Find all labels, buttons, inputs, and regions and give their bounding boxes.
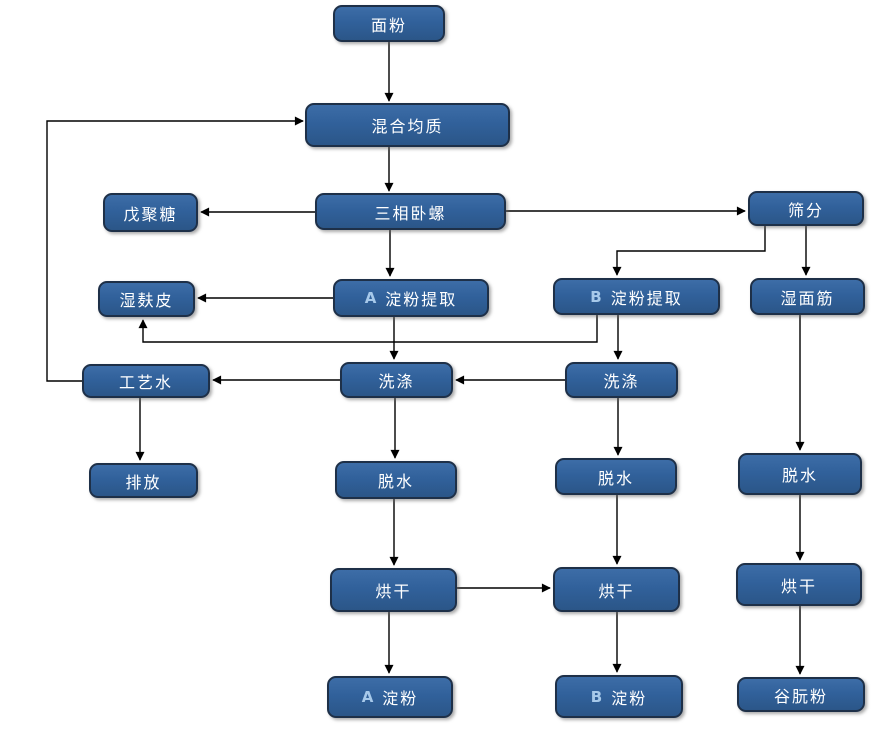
node-wet-gluten: 湿面筋 [750,278,865,315]
node-label: 烘干 [780,576,817,596]
node-b-extraction: B 淀粉提取 [553,278,720,315]
node-dry-gluten: 烘干 [736,563,862,606]
node-wash-b: 洗涤 [565,362,678,398]
node-label: 淀粉提取 [610,288,683,308]
edge-processwater-mixing [46,116,304,382]
node-discharge: 排放 [89,463,198,498]
node-decanter: 三相卧螺 [315,193,506,230]
node-label: 淀粉 [382,689,419,708]
node-pentosan: 戊聚糖 [103,193,198,232]
node-label: 烘干 [375,582,412,601]
node-label: 戊聚糖 [123,204,178,224]
node-sieving: 筛分 [748,191,864,226]
node-dewater-a: 脱水 [335,461,457,499]
node-label: 脱水 [781,466,818,485]
node-label: 面粉 [370,15,407,35]
node-gluten-powder: 谷朊粉 [737,677,865,712]
node-process-water: 工艺水 [82,364,210,398]
edge-bextraction-wetbran [138,315,598,343]
node-b-starch: B 淀粉 [555,675,683,718]
node-label: 淀粉 [611,688,648,708]
node-flour: 面粉 [333,5,445,42]
node-label-prefix: B [590,287,602,306]
node-label: 谷朊粉 [773,686,828,706]
node-dry-b: 烘干 [553,567,680,612]
node-label: 洗涤 [378,372,415,391]
edge-sieving-bextraction [612,226,766,276]
node-label: 排放 [125,472,162,492]
node-label: 洗涤 [603,372,640,391]
node-label: 筛分 [787,200,824,220]
node-label: 混合均质 [371,117,444,136]
node-label: 三相卧螺 [374,203,447,223]
node-label: 淀粉提取 [385,290,458,309]
node-label-prefix: A [361,688,374,706]
node-a-starch: A 淀粉 [327,676,453,718]
node-label: 脱水 [597,468,634,488]
node-label: 湿面筋 [780,288,835,308]
node-label: 湿麸皮 [119,291,174,310]
node-a-extraction: A 淀粉提取 [333,279,489,317]
node-dry-a: 烘干 [330,568,457,612]
node-label: 工艺水 [118,373,173,392]
node-dewater-b: 脱水 [555,458,677,495]
node-label: 烘干 [598,581,635,601]
node-label: 脱水 [377,472,414,491]
node-label-prefix: A [364,289,377,307]
node-label-prefix: B [590,687,603,706]
node-dewater-gluten: 脱水 [738,453,862,495]
node-wet-bran: 湿麸皮 [98,281,195,317]
node-wash-a: 洗涤 [340,362,453,398]
node-mixing: 混合均质 [305,103,510,147]
